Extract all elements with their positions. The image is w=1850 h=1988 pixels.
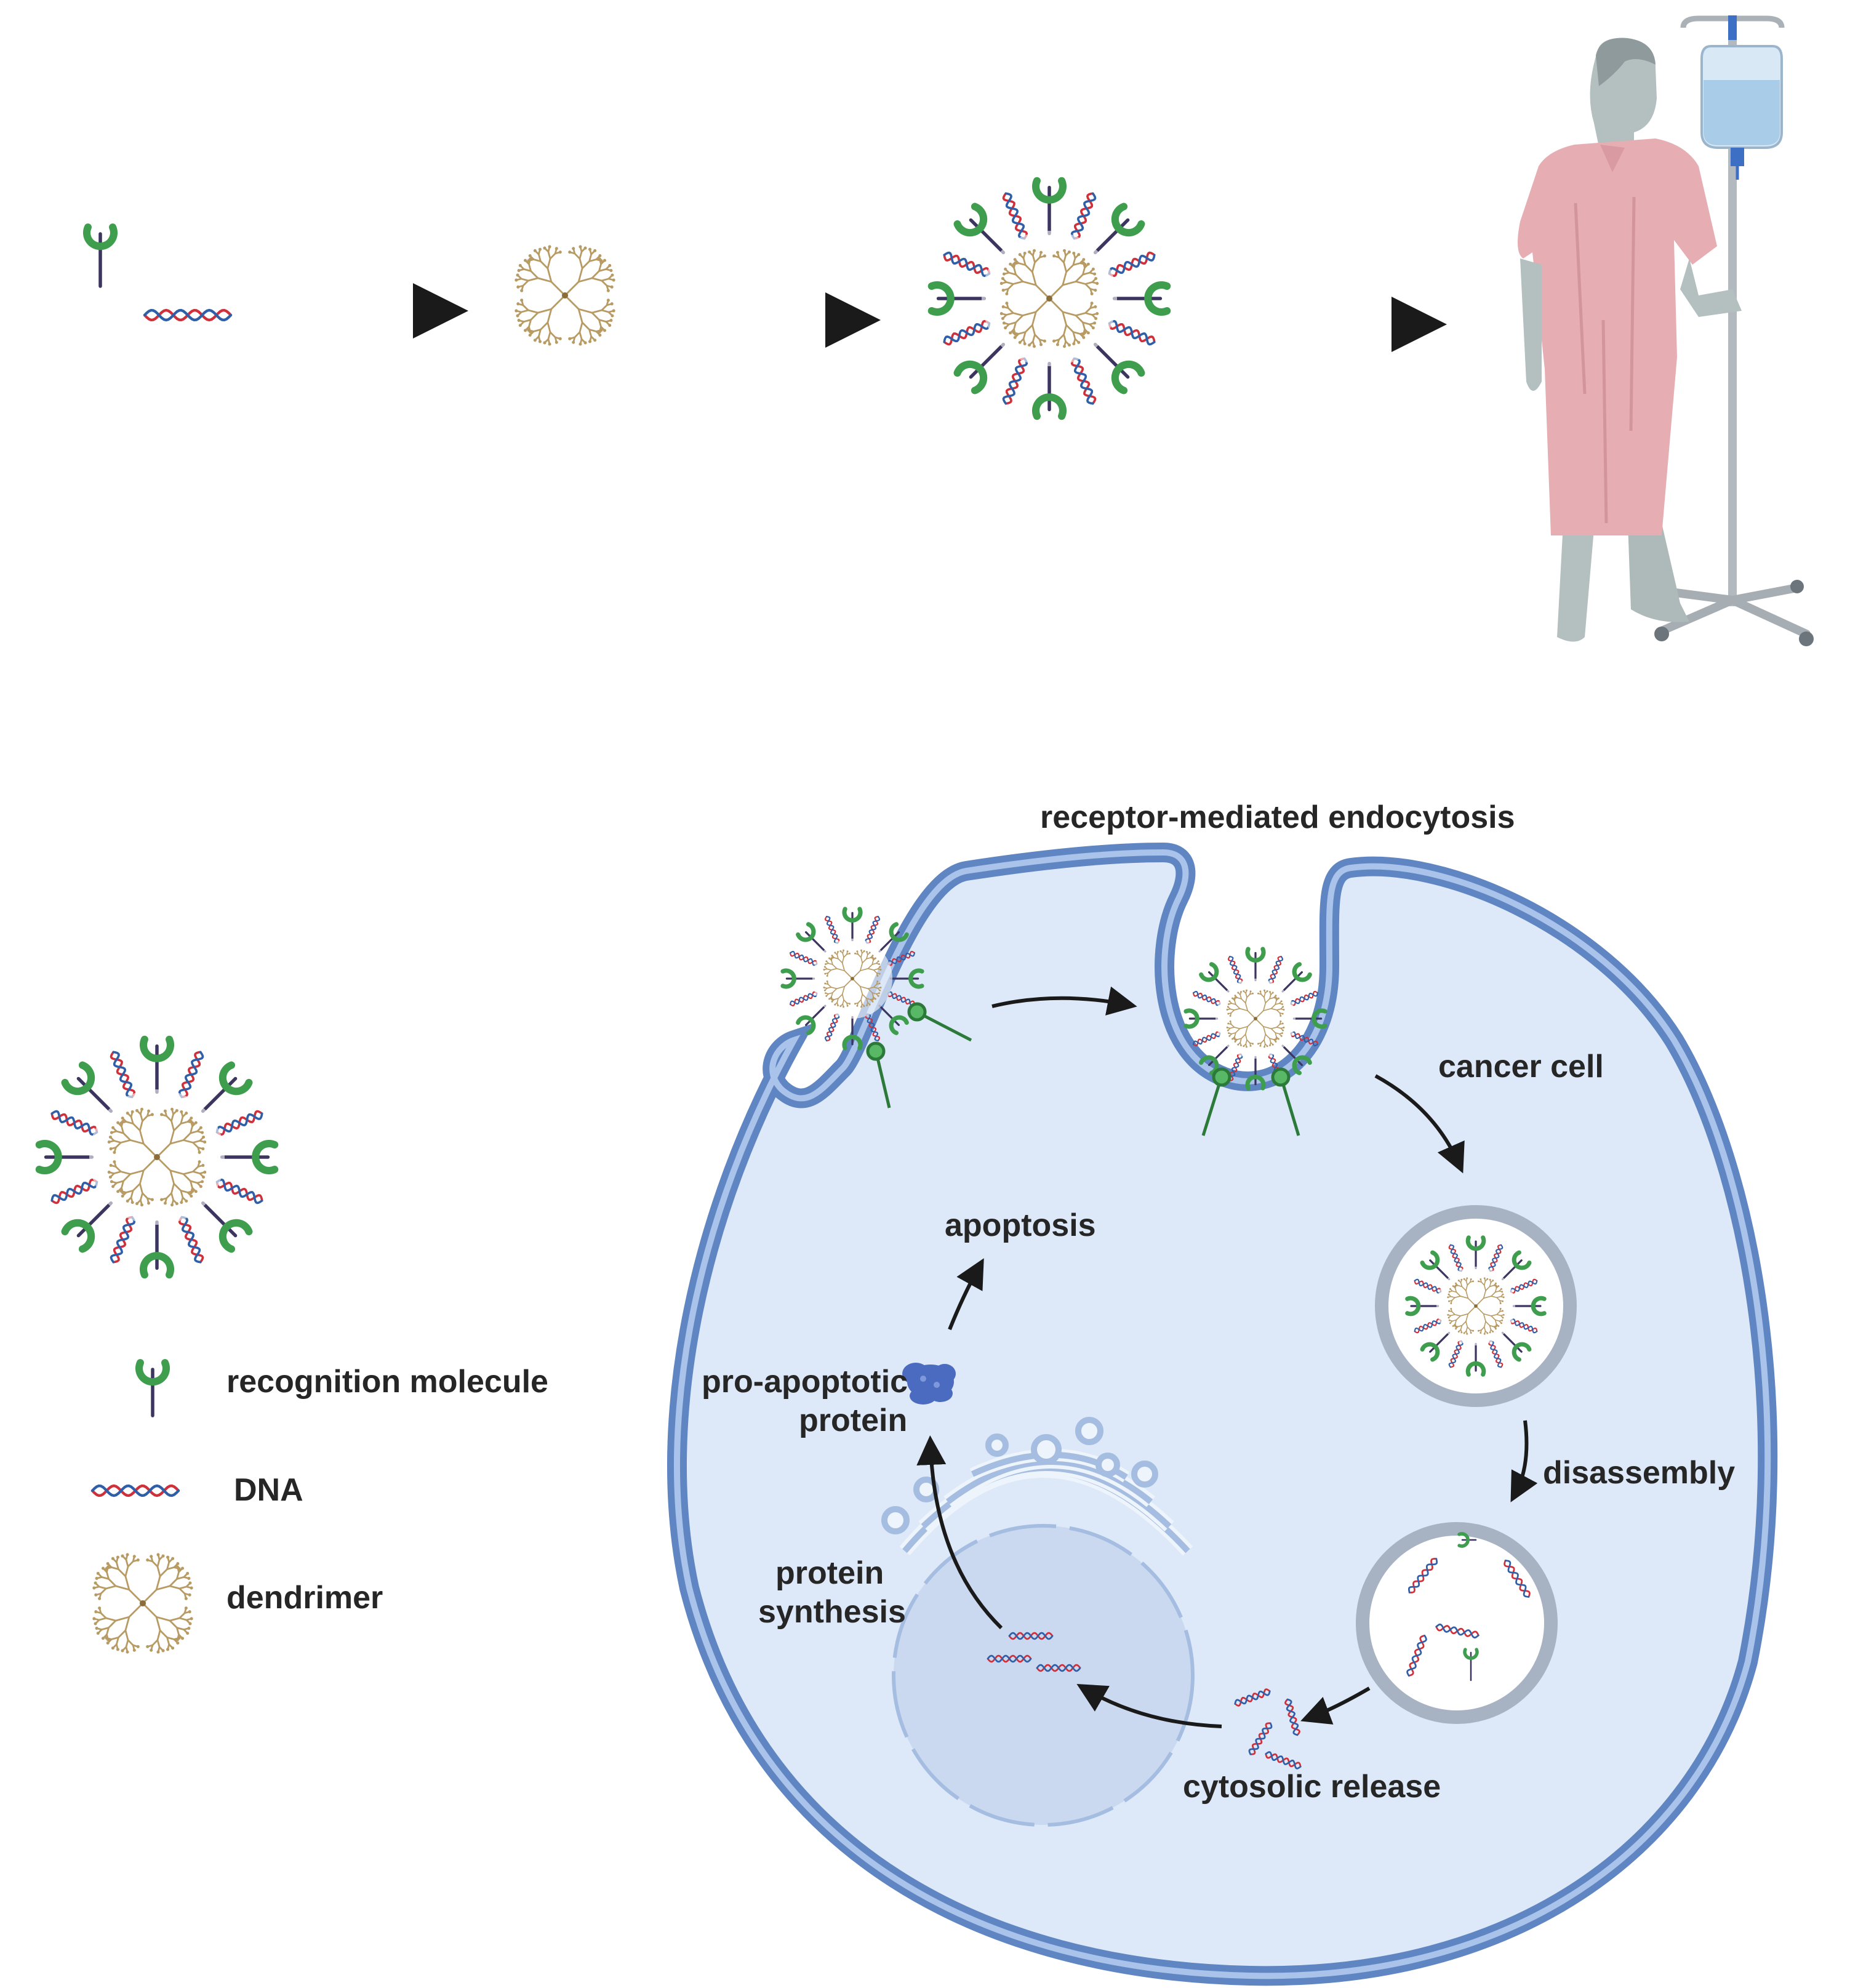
membrane-receptors xyxy=(866,1002,1300,1136)
disassembly-vesicle xyxy=(1356,1522,1558,1724)
legend-label-dendrimer: dendrimer xyxy=(226,1580,383,1616)
nanoparticle-binding xyxy=(780,907,924,1051)
legend-recognition-molecule-icon xyxy=(135,1359,170,1417)
label-receptor-mediated-endocytosis: receptor-mediated endocytosis xyxy=(1040,800,1515,835)
label-cytosolic-release: cytosolic release xyxy=(1183,1769,1441,1805)
label-apoptosis: apoptosis xyxy=(945,1208,1096,1243)
arrow-to-cytosol xyxy=(1300,1686,1371,1725)
iv-bag xyxy=(1700,45,1783,180)
arrow-to-nucleus xyxy=(1076,1683,1222,1728)
arrow-disassembly xyxy=(1510,1420,1538,1502)
nucleus xyxy=(892,1524,1195,1827)
legend-dendrimer-icon xyxy=(92,1553,193,1654)
legend-dna-icon xyxy=(90,1484,180,1497)
dendrimer-nanoparticle xyxy=(927,177,1171,420)
disassembled-components xyxy=(1406,1532,1531,1681)
released-dna-fragments xyxy=(1234,1688,1302,1770)
label-pro-apoptotic-line2: protein xyxy=(799,1403,907,1438)
label-protein-synthesis-line2: synthesis xyxy=(758,1594,906,1630)
golgi-apparatus xyxy=(881,1417,1193,1556)
arrow-uptake xyxy=(991,986,1137,1016)
nanoparticle-in-endosome xyxy=(1405,1235,1547,1377)
legend-nanoparticle xyxy=(35,1035,279,1279)
arrow-apoptosis xyxy=(948,1258,984,1331)
patient-with-iv-drip xyxy=(1518,15,1814,646)
recognition-molecule-icon xyxy=(83,223,118,288)
label-disassembly: disassembly xyxy=(1543,1455,1735,1491)
dna-icon xyxy=(143,308,233,322)
arrow-synthesis xyxy=(916,1435,1003,1630)
pro-apoptotic-protein-icon xyxy=(902,1363,956,1405)
legend-label-dna: DNA xyxy=(234,1472,303,1508)
legend-label-recognition-molecule: recognition molecule xyxy=(226,1364,548,1400)
dendrimer-icon xyxy=(515,245,615,346)
process-arrows xyxy=(916,986,1538,1728)
label-pro-apoptotic-line1: pro-apoptotic xyxy=(702,1364,908,1400)
label-cancer-cell: cancer cell xyxy=(1438,1049,1604,1084)
nuclear-dna-fragments xyxy=(987,1632,1081,1672)
nanoparticle-internalizing xyxy=(1183,947,1327,1091)
label-protein-synthesis-line1: protein xyxy=(775,1555,884,1591)
arrow-to-endosome xyxy=(1374,1074,1465,1174)
